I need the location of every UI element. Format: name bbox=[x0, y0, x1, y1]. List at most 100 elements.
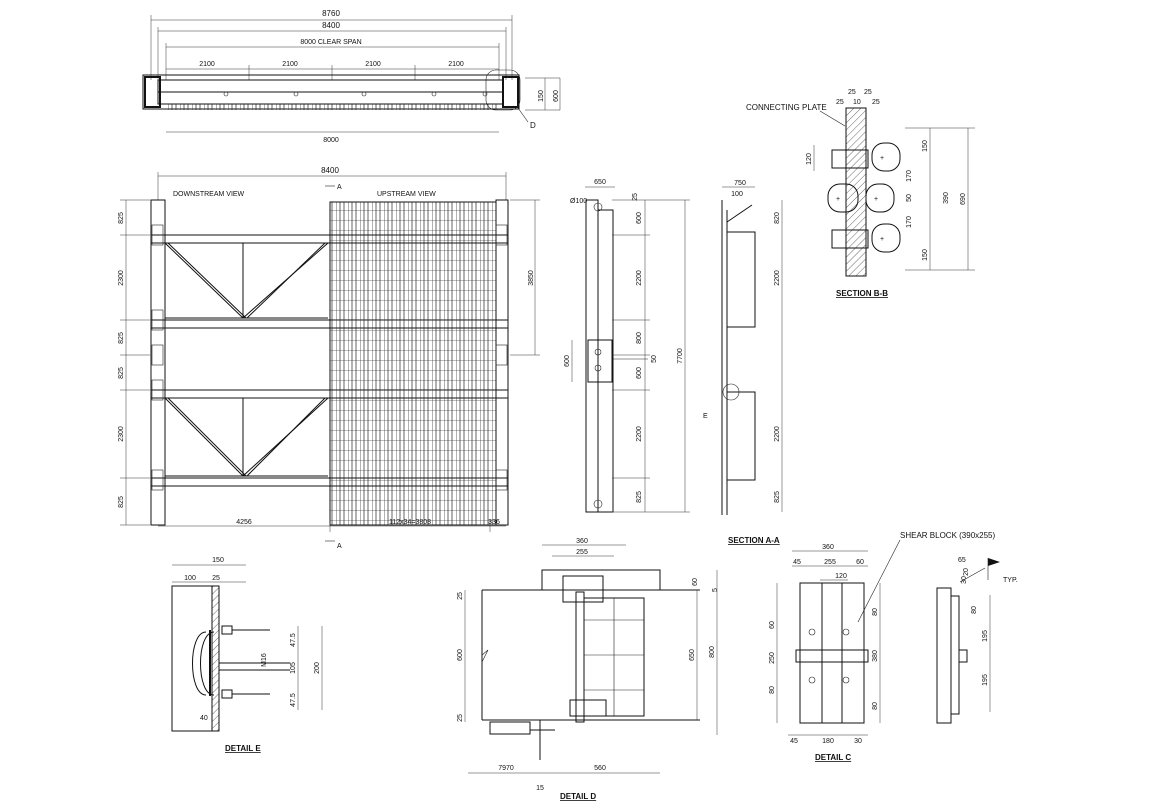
elev-left-dim-1: 825 bbox=[118, 212, 125, 224]
dc-side-right-3: 195 bbox=[982, 630, 989, 642]
detail-e-view: 150 100 25 M16 47.5 105 47.5 200 40 DETA… bbox=[171, 557, 323, 753]
bb-bolt-3: + bbox=[874, 196, 878, 203]
dd-sub: 255 bbox=[576, 549, 588, 556]
de-total: 200 bbox=[314, 662, 321, 674]
detail-d-label: DETAIL D bbox=[560, 792, 596, 801]
bb-bolt-2: + bbox=[836, 196, 840, 203]
aa-diam: Ø100 bbox=[570, 198, 587, 205]
elev-bottom-mid: 112x34=3808 bbox=[389, 519, 431, 526]
elev-left-dim-6: 825 bbox=[118, 496, 125, 508]
dc-right-2: 380 bbox=[872, 650, 879, 662]
dd-h800: 800 bbox=[709, 646, 716, 658]
aa-dim-4: 600 bbox=[636, 367, 643, 379]
dc-left-1: 60 bbox=[769, 621, 776, 629]
dc-side-top-1: 65 bbox=[958, 557, 966, 564]
aa-dim-3: 800 bbox=[636, 332, 643, 344]
bb-top2-2: 10 bbox=[853, 99, 861, 106]
bb-top-2: 25 bbox=[864, 89, 872, 96]
dd-top: 360 bbox=[576, 538, 588, 545]
dc-row2-1: 45 bbox=[793, 559, 801, 566]
dc-side-right-1: 30 bbox=[961, 576, 968, 584]
aa-top: 650 bbox=[594, 179, 606, 186]
elev-bottom-left: 4256 bbox=[236, 519, 252, 526]
dd-small: 15 bbox=[536, 785, 544, 792]
aa-left-600: 600 bbox=[564, 355, 571, 367]
plan-h1: 150 bbox=[538, 90, 545, 102]
bb-right-2: 170 bbox=[906, 170, 913, 182]
detail-c-view: 360 45 255 60 120 SHEAR BLOCK (390x255) … bbox=[769, 531, 1018, 762]
elev-bottom-right: 336 bbox=[488, 519, 500, 526]
bb-top2-3: 25 bbox=[872, 99, 880, 106]
dc-bottom-3: 30 bbox=[854, 738, 862, 745]
downstream-title: DOWNSTREAM VIEW bbox=[173, 191, 245, 198]
plan-inner-dim: 8400 bbox=[322, 21, 340, 30]
side-dim-4: 825 bbox=[774, 491, 781, 503]
upstream-title: UPSTREAM VIEW bbox=[377, 191, 436, 198]
dd-left-top: 25 bbox=[457, 592, 464, 600]
dc-side-right-2: 80 bbox=[971, 606, 978, 614]
dc-right-3: 80 bbox=[872, 702, 879, 710]
plan-bottom-dim: 8000 bbox=[323, 137, 339, 144]
section-aa-label: SECTION A-A bbox=[728, 536, 780, 545]
dc-top: 360 bbox=[822, 544, 834, 551]
dd-bottom-right: 560 bbox=[594, 765, 606, 772]
elev-right-dim: 3850 bbox=[528, 270, 535, 286]
dc-row3: 120 bbox=[835, 573, 847, 580]
dc-bottom-1: 45 bbox=[790, 738, 798, 745]
side-view: 750 100 E 820 2200 2200 825 bbox=[703, 180, 783, 515]
bb-right-3: 50 bbox=[906, 194, 913, 202]
plan-clear-span: 8000 CLEAR SPAN bbox=[300, 39, 361, 46]
de-top: 150 bbox=[212, 557, 224, 564]
dc-left-2: 250 bbox=[769, 652, 776, 664]
bb-note: CONNECTING PLATE bbox=[746, 103, 827, 112]
de-right-1: 47.5 bbox=[290, 633, 297, 647]
detail-d-view: 360 255 25 600 25 60 5 650 800 7970 560 … bbox=[457, 538, 719, 801]
bb-bolt-4: + bbox=[880, 236, 884, 243]
dc-note: SHEAR BLOCK (390x255) bbox=[900, 531, 995, 540]
dc-row2-2: 255 bbox=[824, 559, 836, 566]
plan-view: 8760 8400 8000 CLEAR SPAN 2100 2100 2100… bbox=[142, 9, 561, 144]
side-dim-2: 2200 bbox=[774, 270, 781, 286]
bb-left: 120 bbox=[806, 153, 813, 165]
de-sub-2: 25 bbox=[212, 575, 220, 582]
flag-icon bbox=[988, 558, 1000, 566]
side-dim-3: 2200 bbox=[774, 426, 781, 442]
plan-bay-3: 2100 bbox=[365, 61, 381, 68]
dc-bottom-2: 180 bbox=[822, 738, 834, 745]
bb-right-4: 170 bbox=[906, 216, 913, 228]
dd-right-a: 60 bbox=[692, 578, 699, 586]
aa-dim-5: 2200 bbox=[636, 426, 643, 442]
elev-left-dim-5: 2300 bbox=[118, 426, 125, 442]
dc-side-top-2: 20 bbox=[963, 568, 970, 576]
bb-top2-1: 25 bbox=[836, 99, 844, 106]
dd-bottom-left: 7970 bbox=[498, 765, 514, 772]
dd-left-mid: 600 bbox=[457, 649, 464, 661]
de-right-2: 105 bbox=[290, 662, 297, 674]
side-top2: 100 bbox=[731, 191, 743, 198]
detail-c-label: DETAIL C bbox=[815, 753, 851, 762]
dd-right-b: 5 bbox=[712, 588, 719, 592]
bb-right-5: 150 bbox=[922, 249, 929, 261]
plan-callout-d: D bbox=[530, 121, 536, 130]
plan-overall-dim: 8760 bbox=[322, 9, 340, 18]
aa-dim-2: 2200 bbox=[636, 270, 643, 286]
plan-bay-1: 2100 bbox=[199, 61, 215, 68]
section-mark-bottom: A bbox=[337, 543, 342, 550]
elev-left-dim-2: 2300 bbox=[118, 270, 125, 286]
bb-bolt-1: + bbox=[880, 155, 884, 162]
section-bb-label: SECTION B-B bbox=[836, 289, 888, 298]
aa-dim-1: 600 bbox=[636, 212, 643, 224]
side-callout-e: E bbox=[703, 413, 708, 420]
de-right-3: 47.5 bbox=[290, 693, 297, 707]
de-sub-1: 100 bbox=[184, 575, 196, 582]
aa-dim-6: 825 bbox=[636, 491, 643, 503]
dd-h650: 650 bbox=[689, 649, 696, 661]
section-mark-top: A bbox=[337, 184, 342, 191]
detail-e-label: DETAIL E bbox=[225, 744, 261, 753]
aa-top2: 25 bbox=[632, 193, 639, 201]
bb-top-1: 25 bbox=[848, 89, 856, 96]
plan-bay-4: 2100 bbox=[448, 61, 464, 68]
dd-left-bot: 25 bbox=[457, 714, 464, 722]
aa-overall: 7700 bbox=[677, 348, 684, 364]
